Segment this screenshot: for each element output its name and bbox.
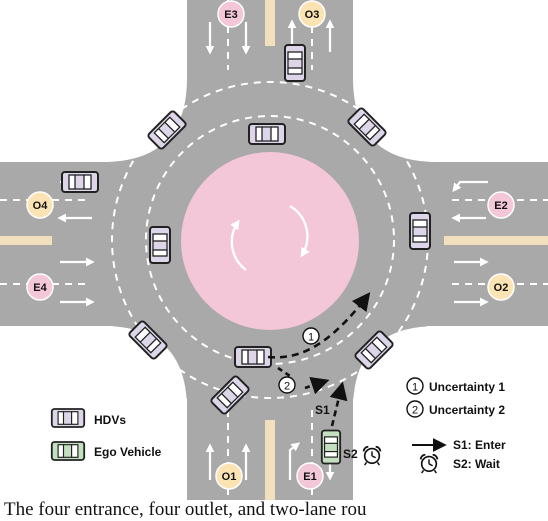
ego-enter-path	[329, 381, 348, 427]
outlet-node-o4	[26, 191, 54, 219]
hdv-car	[409, 212, 431, 250]
legend-s2-label: S2: Wait	[453, 457, 500, 471]
outlet-node-o2	[487, 273, 515, 301]
entrance-node-e2	[487, 191, 515, 219]
legend-uncertainty: 1 Uncertainty 1 2 Uncertainty 2	[406, 377, 505, 418]
hdv-car	[234, 346, 272, 368]
hdv-car	[248, 123, 286, 145]
legend-hdv-label: HDVs	[94, 413, 126, 427]
s1-label: S1	[315, 403, 330, 417]
entrance-node-e1	[296, 462, 324, 490]
outlet-node-o3	[298, 0, 326, 28]
uncertainty-2-marker-label: 2	[284, 381, 290, 393]
s2-label: S2	[343, 447, 358, 461]
legend-u1-num: 1	[412, 382, 418, 394]
roundabout-diagram: 1 2 S1 S2 E3 O3 O4 E4 E2 O2 O1 E1 HDVs E…	[0, 0, 548, 500]
hdv-car	[284, 44, 306, 82]
outlet-label-o4: O4	[33, 200, 49, 212]
entrance-label-e3: E3	[224, 9, 237, 21]
uncertainty-1-path	[267, 292, 371, 359]
legend-u1-marker	[406, 377, 424, 395]
node-labels: E3 O3 O4 E4 E2 O2 O1 E1	[26, 0, 515, 490]
uncertainty-paths	[267, 292, 371, 427]
outlet-node-o1	[215, 462, 243, 490]
entrance-node-e3	[217, 0, 245, 28]
uncertainty-2-arrow	[304, 376, 330, 395]
legend-s1-label: S1: Enter	[453, 438, 506, 452]
entrance-label-e1: E1	[303, 471, 316, 483]
legend-ego-label: Ego Vehicle	[94, 445, 162, 459]
legend-hdv-icon	[50, 408, 86, 428]
legend-vehicles: HDVs Ego Vehicle	[50, 408, 162, 461]
hdv-car	[149, 226, 171, 264]
hdv-car	[61, 171, 99, 193]
outlet-label-o2: O2	[494, 282, 509, 294]
entrance-label-e4: E4	[33, 282, 47, 294]
median-strips	[0, 0, 548, 500]
legend-u2-num: 2	[412, 405, 418, 417]
outlet-label-o3: O3	[305, 9, 320, 21]
uncertainty-2-marker	[278, 376, 296, 394]
legend-u1-label: Uncertainty 1	[429, 380, 505, 394]
uncertainty-1-marker-label: 1	[308, 332, 314, 344]
entrance-node-e4	[26, 273, 54, 301]
entrance-label-e2: E2	[494, 200, 507, 212]
legend-u2-label: Uncertainty 2	[429, 403, 505, 417]
uncertainty-2-path	[277, 366, 291, 378]
figure-caption: The four entrance, four outlet, and two-…	[4, 499, 367, 520]
central-island	[181, 152, 359, 330]
legend-ego-icon	[50, 441, 86, 461]
uncertainty-1-marker	[302, 327, 320, 345]
ego-vehicle	[320, 429, 342, 465]
legend-actions: S1: Enter S2: Wait	[412, 438, 506, 474]
legend-u2-marker	[406, 400, 424, 418]
outlet-label-o1: O1	[222, 471, 237, 483]
